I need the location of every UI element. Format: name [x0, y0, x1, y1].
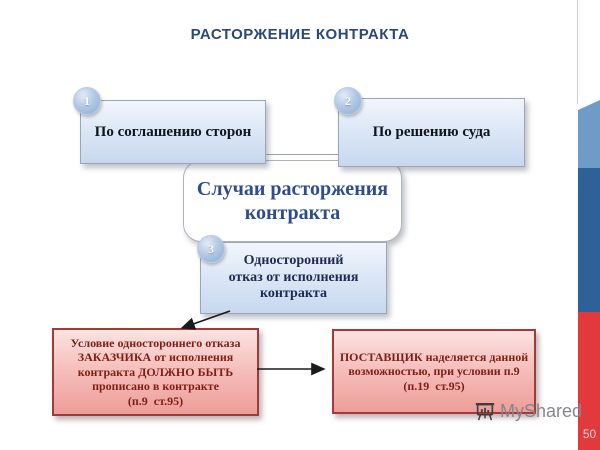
- connector-node1-node2: [264, 154, 338, 155]
- flag-stripe-light-blue: [578, 100, 600, 168]
- node-3-badge-number: 3: [208, 241, 214, 256]
- node-3-badge: 3: [197, 235, 225, 263]
- myshared-watermark: MyShared: [474, 400, 582, 422]
- slide-title: РАСТОРЖЕНИЕ КОНТРАКТА: [190, 26, 410, 43]
- easel-chart-icon: [475, 403, 495, 421]
- node-court-decision: 2 По решению суда: [334, 87, 525, 167]
- flag-stripe-red: [578, 312, 600, 450]
- node-2-badge-number: 2: [345, 93, 351, 108]
- slide-edge-line: [577, 0, 578, 104]
- page-number: 50: [582, 427, 597, 441]
- node-1-label: По соглашению сторон: [94, 123, 252, 140]
- flag-stripe-dark-blue: [578, 168, 600, 312]
- node-2-label: По решению суда: [372, 124, 491, 140]
- node-1-badge-number: 1: [84, 93, 90, 108]
- node-agreement: 1 По соглашению сторон: [73, 87, 266, 164]
- myshared-brand-text: MyShared: [500, 400, 583, 421]
- node-2-badge: 2: [334, 87, 362, 115]
- node-1-badge: 1: [73, 87, 101, 115]
